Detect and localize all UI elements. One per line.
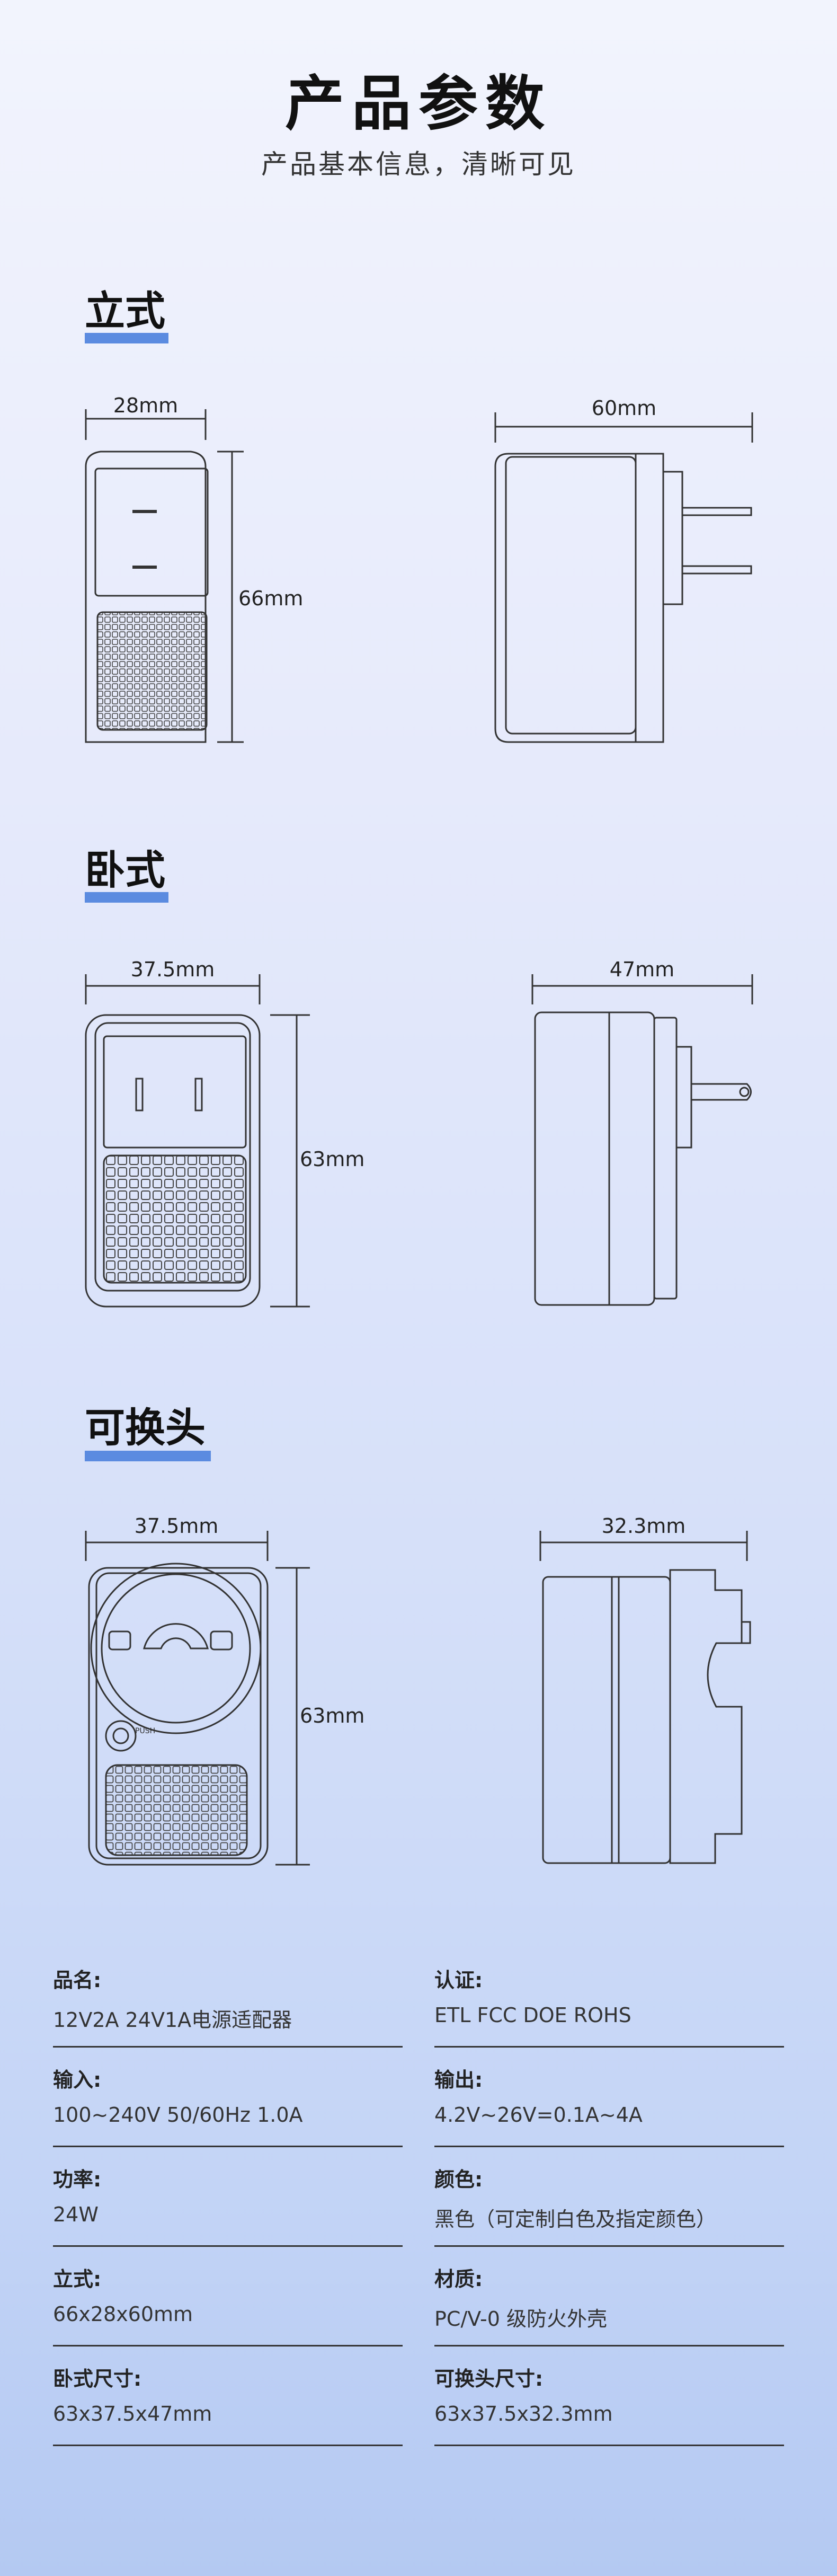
- spec-label-swappable-size: 可换头尺寸:: [434, 2367, 544, 2390]
- spec-value-power: 24W: [53, 2203, 99, 2226]
- horizontal-depth-label: 47mm: [610, 958, 674, 981]
- swappable-depth-label: 32.3mm: [602, 1514, 686, 1538]
- spec-divider: [434, 2445, 784, 2446]
- spec-label-horizontal-size: 卧式尺寸:: [53, 2367, 142, 2390]
- spec-divider: [53, 2445, 403, 2446]
- spec-value-name: 12V2A 24V1A电源适配器: [53, 2008, 292, 2032]
- spec-label-input: 输入:: [53, 2068, 102, 2092]
- spec-label-material: 材质:: [434, 2268, 483, 2291]
- swappable-height-label: 63mm: [300, 1704, 364, 1727]
- horizontal-height-label: 63mm: [300, 1148, 364, 1171]
- spec-label-upright-size: 立式:: [53, 2268, 102, 2291]
- spec-value-material: PC/V-0 级防火外壳: [434, 2307, 607, 2331]
- spec-divider: [434, 2345, 784, 2346]
- section-underline-horizontal: [85, 892, 168, 903]
- section-title-upright: 立式: [85, 287, 165, 334]
- upright-height-label: 66mm: [238, 587, 303, 610]
- spec-divider: [53, 2146, 403, 2147]
- spec-value-horizontal-size: 63x37.5x47mm: [53, 2402, 212, 2425]
- spec-label-certification: 认证:: [434, 1969, 483, 1992]
- upright-width-label: 28mm: [113, 394, 178, 417]
- upright-front-view: 28mm 66mm: [85, 394, 303, 743]
- page-title: 产品参数: [285, 69, 552, 138]
- section-underline-upright: [85, 333, 168, 343]
- spec-divider: [53, 2345, 403, 2346]
- section-underline-swappable: [85, 1451, 211, 1461]
- horizontal-front-view: 37.5mm 63mm: [85, 958, 364, 1308]
- spec-value-output: 4.2V~26V=0.1A~4A: [434, 2103, 643, 2127]
- spec-value-certification: ETL FCC DOE ROHS: [434, 2004, 631, 2027]
- spec-divider: [434, 2046, 784, 2048]
- upright-depth-label: 60mm: [592, 396, 656, 420]
- swappable-front-view: 37.5mm PUSH 63mm: [85, 1514, 364, 1866]
- spec-divider: [53, 2245, 403, 2247]
- section-title-horizontal: 卧式: [85, 846, 165, 894]
- spec-label-power: 功率:: [53, 2168, 102, 2191]
- spec-value-swappable-size: 63x37.5x32.3mm: [434, 2402, 613, 2425]
- horizontal-width-label: 37.5mm: [131, 958, 215, 981]
- technical-drawings: 28mm 66mm 60mm 37.5mm: [85, 394, 753, 1866]
- page-subtitle: 产品基本信息，清晰可见: [261, 149, 576, 180]
- horizontal-side-view: 47mm: [531, 958, 753, 1306]
- spec-value-color: 黑色（可定制白色及指定颜色）: [434, 2208, 717, 2231]
- spec-label-name: 品名:: [53, 1969, 102, 1992]
- spec-label-color: 颜色:: [434, 2168, 483, 2191]
- swappable-side-view: 32.3mm: [539, 1514, 751, 1864]
- spec-label-output: 输出:: [434, 2068, 483, 2092]
- spec-divider: [434, 2146, 784, 2147]
- spec-value-input: 100~240V 50/60Hz 1.0A: [53, 2103, 303, 2127]
- swappable-width-label: 37.5mm: [135, 1514, 219, 1538]
- spec-value-upright-size: 66x28x60mm: [53, 2302, 193, 2326]
- upright-side-view: 60mm: [494, 396, 753, 743]
- spec-divider: [434, 2245, 784, 2247]
- spec-divider: [53, 2046, 403, 2048]
- swappable-plug-tag: PUSH: [135, 1727, 155, 1735]
- section-title-swappable: 可换头: [85, 1404, 206, 1451]
